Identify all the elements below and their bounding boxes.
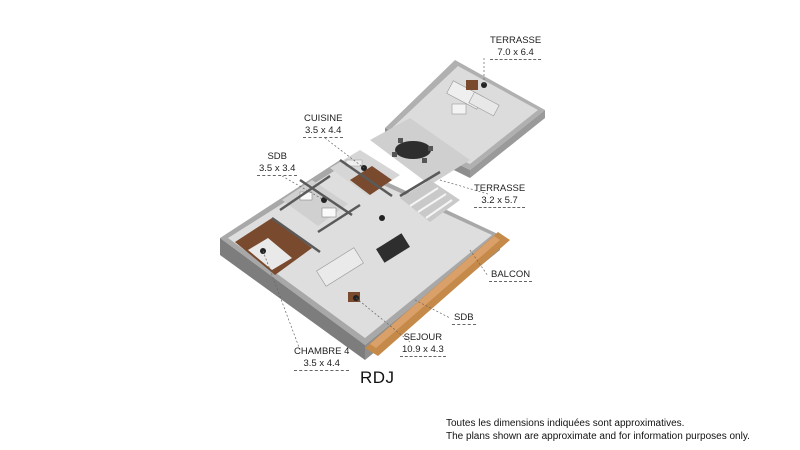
- balcon-area: [365, 232, 510, 356]
- room-name: SDB: [267, 151, 287, 162]
- room-name: CHAMBRE 4: [294, 346, 350, 357]
- room-dimensions: 3.5 x 3.4: [257, 163, 298, 176]
- terrasse-small-label: TERRASSE 3.2 x 5.7: [474, 183, 526, 208]
- label-leaders: [262, 58, 489, 351]
- room-name: SEJOUR: [403, 332, 443, 343]
- room-name: CUISINE: [303, 113, 343, 124]
- disclaimer-fr: Toutes les dimensions indiquées sont app…: [446, 418, 685, 429]
- chambre4-area: [235, 218, 312, 275]
- room-name: SDB: [452, 312, 476, 325]
- interior-walls: [271, 158, 441, 254]
- room-name: TERRASSE: [474, 183, 526, 194]
- terrace-lounge-furniture: [446, 80, 500, 117]
- sdb-bottom-label: SDB: [452, 312, 476, 325]
- sejour-label: SEJOUR 10.9 x 4.3: [400, 332, 446, 357]
- level-title: RDJ: [360, 368, 395, 387]
- dining-terrace: [370, 118, 470, 185]
- chambre4-label: CHAMBRE 4 3.5 x 4.4: [294, 346, 350, 371]
- room-name: BALCON: [489, 269, 533, 282]
- balcon-label: BALCON: [489, 269, 533, 282]
- room-name: TERRASSE: [490, 35, 542, 46]
- sejour-area: [316, 215, 410, 302]
- disclaimer: Toutes les dimensions indiquées sont app…: [446, 417, 750, 443]
- room-dimensions: 3.5 x 4.4: [303, 125, 344, 138]
- cuisine-label: CUISINE 3.5 x 4.4: [303, 113, 344, 138]
- room-dimensions: 3.2 x 5.7: [474, 195, 526, 208]
- room-dimensions: 7.0 x 6.4: [490, 47, 542, 60]
- room-dimensions: 3.5 x 4.4: [294, 358, 350, 371]
- terrasse-small-area: [400, 180, 460, 222]
- disclaimer-en: The plans shown are approximate and for …: [446, 431, 750, 442]
- room-dimensions: 10.9 x 4.3: [400, 344, 446, 357]
- sdb-top-label: SDB 3.5 x 3.4: [257, 151, 298, 176]
- terrasse-large-label: TERRASSE 7.0 x 6.4: [490, 35, 542, 60]
